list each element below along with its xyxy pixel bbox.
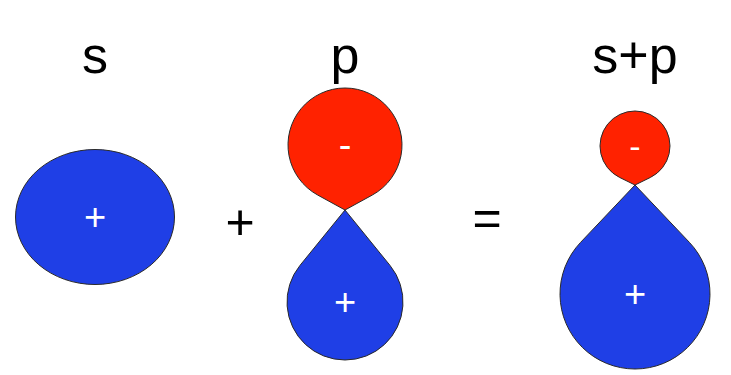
- orbital-name: s+p: [592, 29, 677, 81]
- lobe-outline: [288, 88, 402, 210]
- orbital-name: p: [331, 29, 360, 81]
- p-lobe-negative: -: [288, 88, 402, 210]
- p-lobe-positive: +: [287, 210, 403, 360]
- phase-sign: +: [334, 283, 356, 321]
- orbital-name: s: [82, 29, 108, 81]
- orbital-outline: [16, 150, 175, 285]
- s-orbital: +: [15, 149, 175, 285]
- phase-sign: +: [624, 275, 646, 313]
- equals-operator: =: [472, 193, 501, 243]
- lobe-outline: [287, 210, 403, 360]
- plus-operator: +: [225, 197, 254, 247]
- lobe-outline: [600, 111, 670, 185]
- hybrid-lobe-large: +: [560, 185, 710, 369]
- lobe-outline: [560, 185, 710, 369]
- phase-sign: +: [84, 198, 106, 236]
- phase-sign: -: [339, 126, 352, 164]
- hybrid-lobe-small: -: [600, 111, 670, 185]
- phase-sign: -: [629, 129, 640, 163]
